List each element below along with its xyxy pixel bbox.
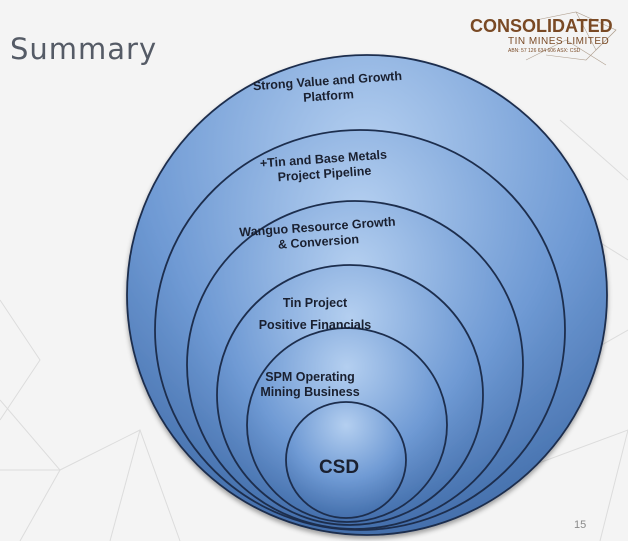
page-title: Summary <box>10 32 158 66</box>
logo-name: CONSOLIDATED <box>470 16 613 36</box>
company-logo: CONSOLIDATED TIN MINES LIMITED ABN: 57 1… <box>466 10 618 70</box>
logo-subtitle: TIN MINES LIMITED <box>508 36 610 47</box>
logo-line-art-icon <box>525 11 617 66</box>
ring-label-csd: CSD <box>318 457 360 478</box>
logo-small-print: ABN: 57 126 634 606 ASX: CSD <box>508 48 581 54</box>
ring-6 <box>285 401 407 519</box>
ring-label-spm-operating: SPM Operating Mining Business <box>260 370 360 399</box>
page-number: 15 <box>574 519 587 531</box>
ring-label-tin-project: Tin Project Positive Financials <box>258 296 372 332</box>
